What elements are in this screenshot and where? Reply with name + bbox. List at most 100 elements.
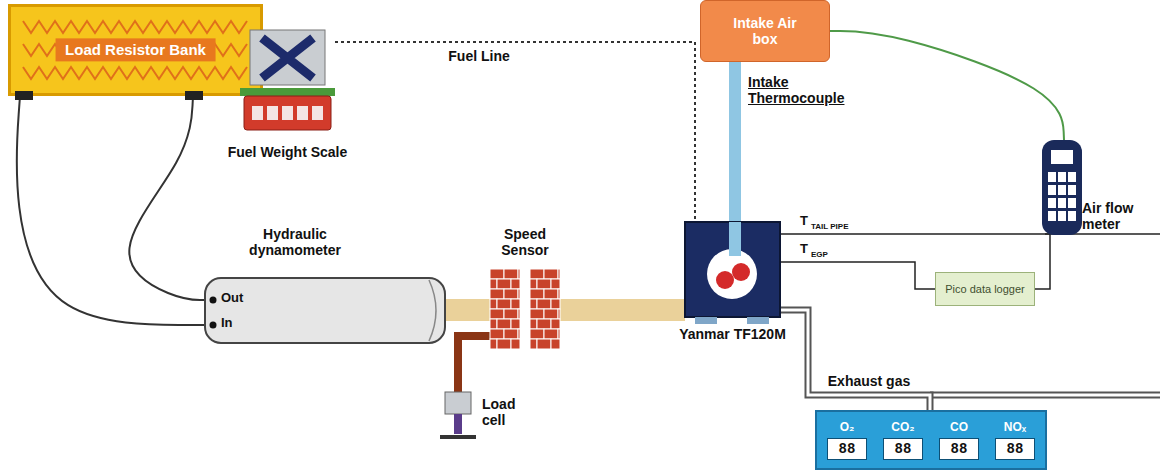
sensor-brick <box>518 309 520 319</box>
digit-block <box>282 106 293 120</box>
sensor-brick <box>497 339 511 349</box>
sensor-brick <box>504 329 518 339</box>
sensor-brick <box>490 309 504 319</box>
digit-block <box>252 106 263 120</box>
connector-group <box>780 262 935 289</box>
meter-key <box>1068 198 1076 208</box>
sensor-brick <box>518 289 520 299</box>
edge-label: Fuel Line <box>445 48 512 64</box>
gas-reading: 88 <box>883 438 923 460</box>
sensor-brick <box>497 319 511 329</box>
meter-key <box>1068 185 1076 195</box>
meter-key <box>1058 185 1066 195</box>
power-wire <box>129 96 205 300</box>
sensor-brick <box>530 309 544 319</box>
hydraulic-dynamometer-art <box>205 278 445 343</box>
engine-body <box>685 222 780 317</box>
resistor-coil <box>23 21 247 33</box>
resistor-coil <box>23 67 247 79</box>
engine-foot <box>747 317 769 324</box>
sensor-brick <box>544 289 558 299</box>
temperature-symbol: T <box>800 242 808 257</box>
pipe-core <box>780 310 930 410</box>
sensor-brick <box>551 319 560 329</box>
thermocouple-wire <box>780 262 935 289</box>
piston <box>716 271 734 289</box>
sensor-brick <box>537 279 551 289</box>
sensor-brick <box>530 299 537 309</box>
dynamometer-body <box>205 278 445 343</box>
engine-bore <box>707 249 757 299</box>
scale-base <box>244 96 331 130</box>
meter-key <box>1058 198 1066 208</box>
sensor-brick <box>497 279 511 289</box>
torque-arm <box>458 336 490 392</box>
connector-group <box>129 96 205 300</box>
load-cell-label: Load cell <box>482 396 532 428</box>
sensor-brick <box>530 319 537 329</box>
sensor-brick <box>530 269 544 279</box>
drive-shaft <box>445 299 490 321</box>
hydraulic-dynamometer: Hydraulic dynamometerOutIn <box>205 278 445 343</box>
meter-key <box>1058 211 1066 221</box>
sensor-brick <box>558 309 560 319</box>
air-flow-meter: Air flow meter <box>1040 140 1084 235</box>
scale-plate <box>240 88 335 96</box>
logger-label: Pico data logger <box>945 283 1025 296</box>
connector-group <box>445 310 490 311</box>
fuel-line <box>335 42 695 222</box>
sensor-label: Speed Sensor <box>485 226 565 258</box>
connector-group <box>458 336 490 392</box>
sensor-brick <box>511 279 520 289</box>
sensor-brick <box>544 309 558 319</box>
bank-title: Load Resistor Bank <box>55 38 216 61</box>
speed-sensor-art <box>490 268 560 350</box>
sensor-brick <box>504 309 518 319</box>
engine-art <box>685 222 780 317</box>
load-cell-art <box>440 392 476 439</box>
engine: Yanmar TF120M <box>685 222 780 317</box>
dynamometer-end <box>429 280 436 341</box>
exhaust-line <box>780 310 930 410</box>
intake-pipe <box>729 62 741 222</box>
edge-label: Exhaust gas <box>825 373 913 389</box>
sensor-brick <box>490 329 504 339</box>
gas-reading: 88 <box>827 438 867 460</box>
intake-air-box: Intake Air box <box>700 0 830 62</box>
digit-block <box>297 106 308 120</box>
sensor-brick <box>551 299 560 309</box>
connector-group <box>830 31 1064 140</box>
sensor-brick <box>518 269 520 279</box>
sensor-brick <box>504 269 518 279</box>
digit-block <box>312 106 323 120</box>
terminal-dot <box>210 322 217 329</box>
scale-hopper <box>250 30 325 85</box>
sensor-brick <box>490 269 504 279</box>
temperature-subscript: TAIL PIPE <box>811 222 849 231</box>
dynamometer-label: Hydraulic dynamometer <box>225 226 365 258</box>
connector-group <box>335 42 695 222</box>
sensor-brick <box>558 269 560 279</box>
fuel-scale-art <box>240 30 335 130</box>
gas-name: O₂ <box>819 418 875 436</box>
air-box-title: Intake Air box <box>729 15 801 47</box>
sensor-brick <box>490 279 497 289</box>
meter-key <box>1068 211 1076 221</box>
meter-label: Air flow meter <box>1082 200 1156 232</box>
gas-reading: 88 <box>939 438 979 460</box>
gas-name: NOₓ <box>987 418 1043 436</box>
sensor-brick <box>530 339 537 349</box>
intake-pipe-end <box>729 222 741 256</box>
sensor-brick <box>511 339 520 349</box>
speed-sensor: Speed Sensor <box>490 268 560 350</box>
load-cell-base <box>440 435 476 439</box>
fuel-tank-mark <box>262 38 313 78</box>
sensor-brick <box>518 329 520 339</box>
sensor-brick <box>497 299 511 309</box>
meter-key <box>1068 172 1076 182</box>
sensor-brick <box>558 329 560 339</box>
sensor-brick <box>490 339 497 349</box>
sensor-brick <box>511 299 520 309</box>
sensor-brick <box>544 269 558 279</box>
data-logger: Pico data logger <box>935 272 1035 306</box>
